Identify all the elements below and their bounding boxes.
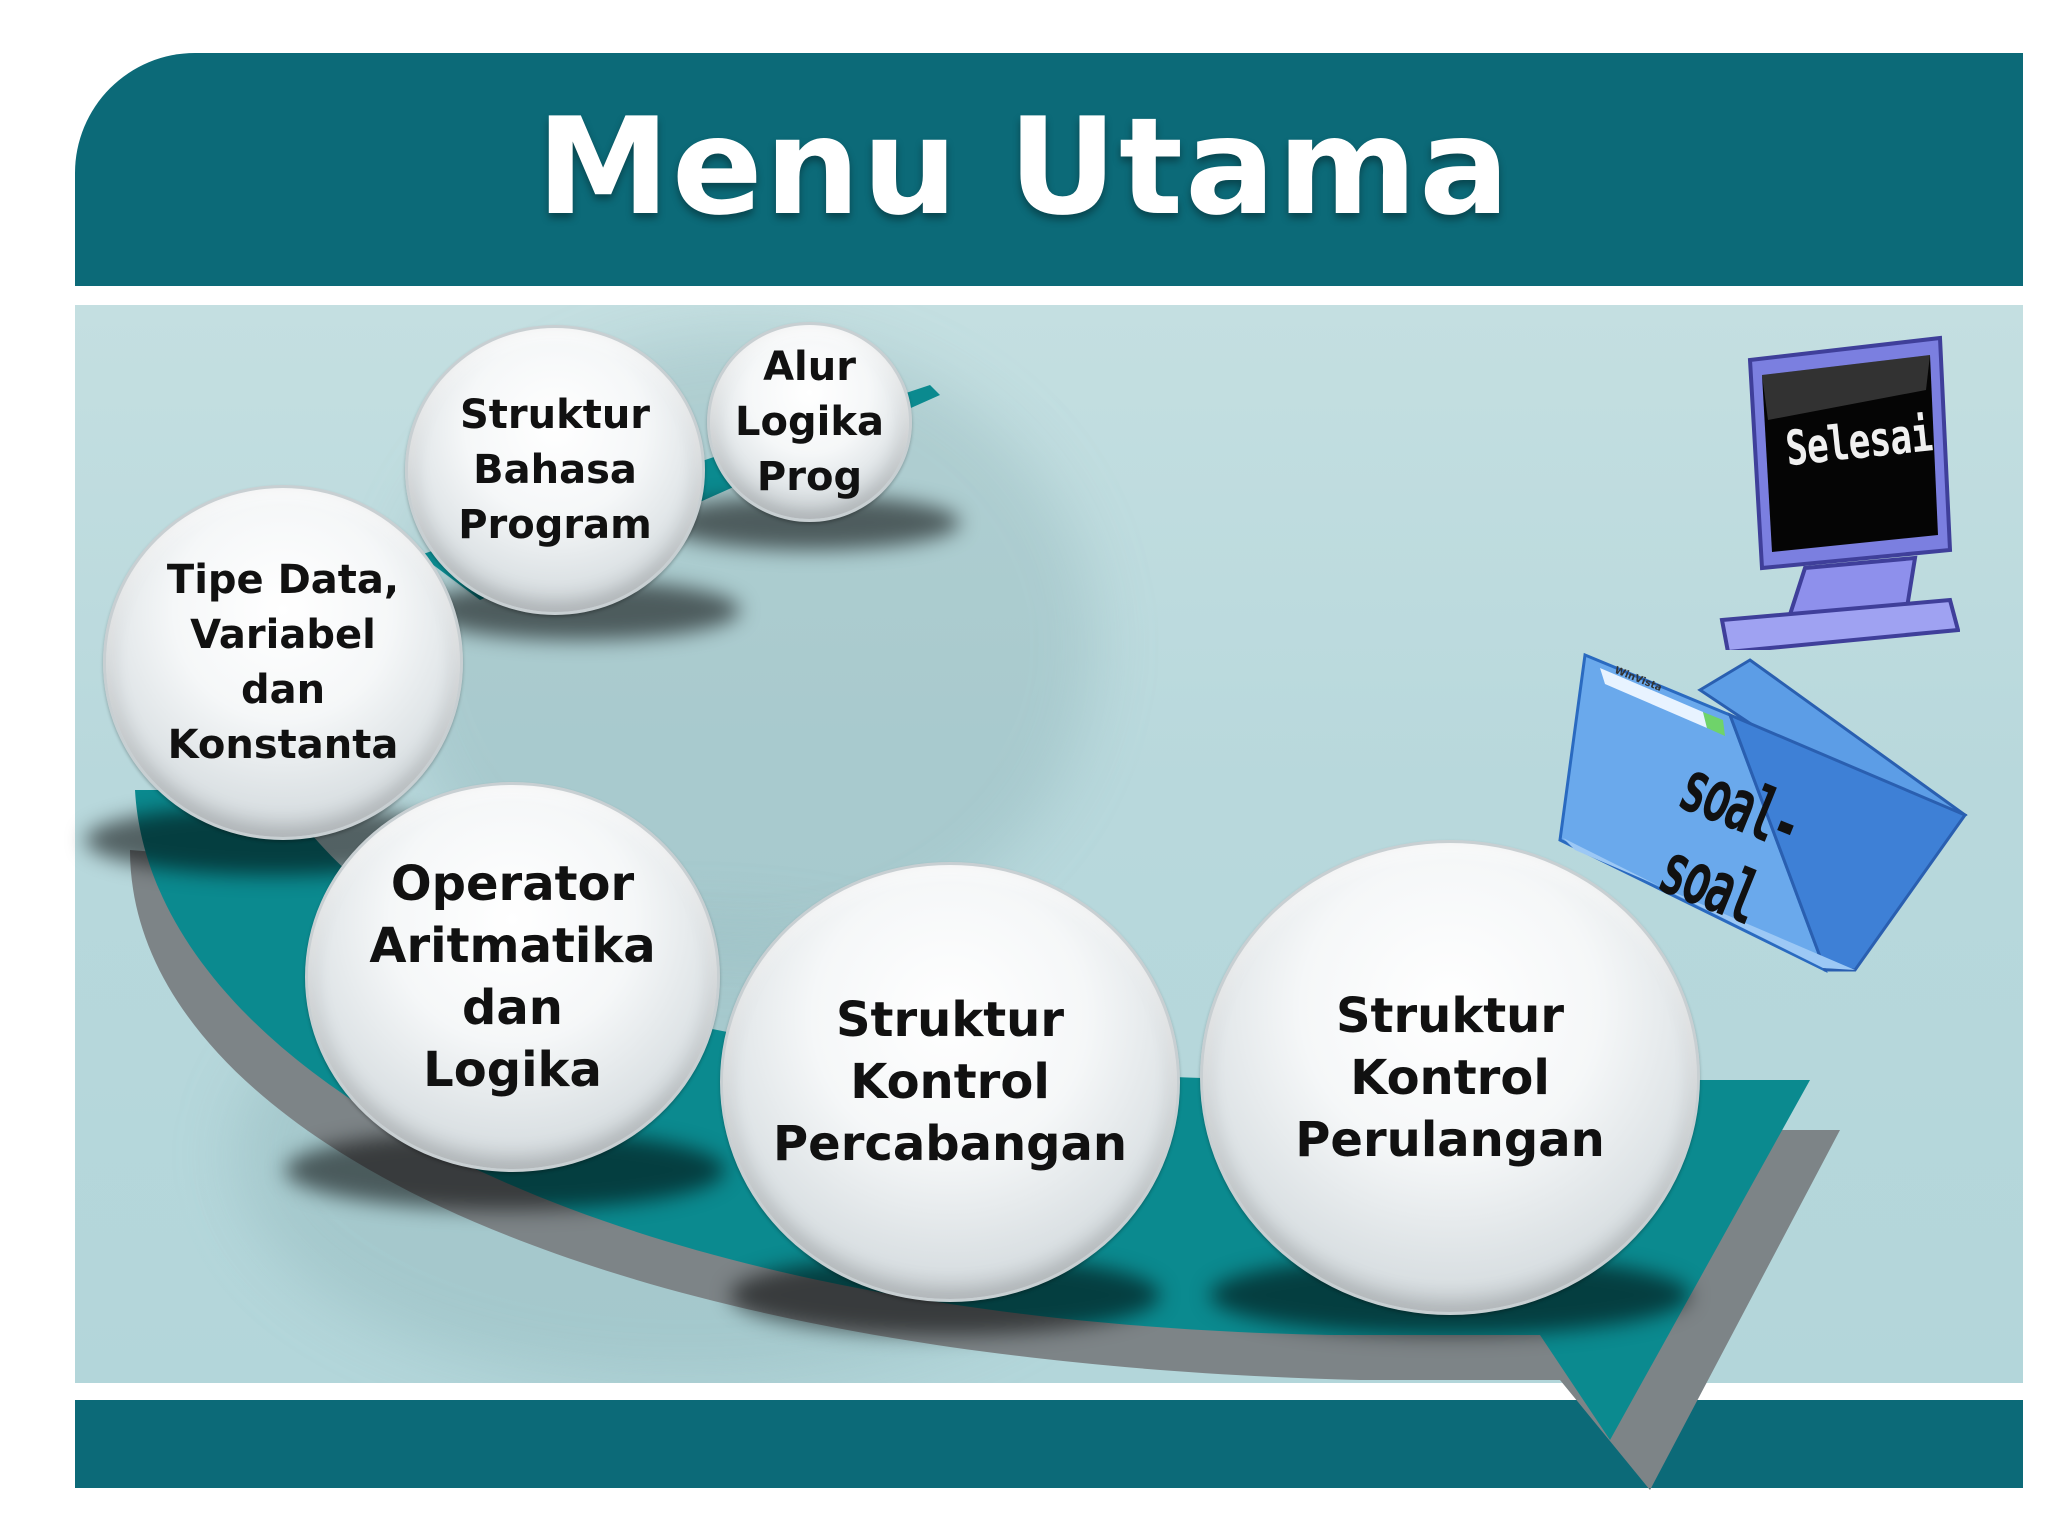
selesai-button[interactable]: Selesai (1710, 330, 1960, 650)
menu-item-label: Alur Logika Prog (735, 340, 884, 505)
menu-item-tipe-data[interactable]: Tipe Data, Variabel dan Konstanta (103, 485, 463, 840)
menu-item-struktur-bahasa[interactable]: Struktur Bahasa Program (405, 325, 705, 615)
soal-soal-button[interactable]: WinVista soal-soal (1555, 640, 1975, 980)
menu-item-label: Operator Aritmatika dan Logika (369, 853, 655, 1101)
menu-item-percabangan[interactable]: Struktur Kontrol Percabangan (720, 862, 1180, 1302)
menu-item-label: Struktur Kontrol Perulangan (1295, 985, 1605, 1171)
menu-item-label: Struktur Kontrol Percabangan (773, 989, 1127, 1175)
menu-item-label: Tipe Data, Variabel dan Konstanta (167, 553, 399, 773)
menu-item-alur-logika[interactable]: Alur Logika Prog (707, 322, 912, 522)
monitor-icon (1710, 330, 1960, 650)
menu-item-operator[interactable]: Operator Aritmatika dan Logika (305, 782, 720, 1172)
menu-item-label: Struktur Bahasa Program (458, 388, 652, 553)
